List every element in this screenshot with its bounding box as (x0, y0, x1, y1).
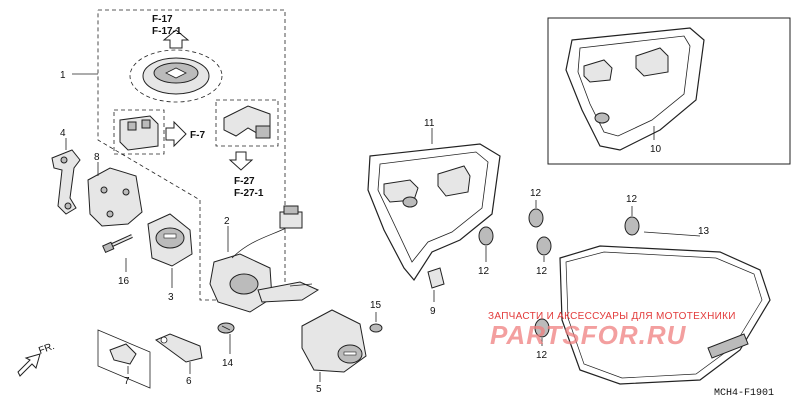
lock-cylinder-3-part (147, 213, 193, 267)
callout-1: 1 (60, 70, 66, 81)
key-6-part (154, 333, 203, 363)
callout-10: 10 (650, 144, 662, 155)
screw-14-part (217, 322, 235, 334)
callout-14: 14 (222, 358, 234, 369)
callout-8: 8 (94, 152, 100, 163)
screw-15-part (369, 323, 383, 333)
callout-11: 11 (424, 118, 435, 129)
lock-assembly-5-part (301, 309, 367, 373)
callout-2: 2 (224, 216, 230, 227)
ref-arrow-down-icon (228, 151, 254, 171)
callout-16: 16 (118, 276, 130, 287)
key-tag-7-part (97, 329, 151, 389)
mounting-plate-8-part (87, 167, 143, 227)
watermark-caption: ЗАПЧАСТИ И АКСЕССУАРЫ ДЛЯ МОТОТЕХНИКИ (488, 311, 736, 322)
ref-f7: F-7 (190, 130, 205, 141)
ref-f17: F-17 (152, 14, 173, 25)
front-label: FR. (37, 341, 56, 357)
ref-arrow-right-icon (165, 120, 187, 148)
callout-12-d: 12 (626, 194, 638, 205)
ref-f17-1: F-17-1 (152, 26, 182, 37)
grommet-9-part (427, 267, 445, 289)
callout-7: 7 (124, 376, 130, 387)
callout-6: 6 (186, 376, 192, 387)
ref-arrow-up-icon (162, 29, 190, 49)
side-cover-13-part (559, 245, 771, 385)
cover-10-part (565, 27, 705, 151)
callout-3: 3 (168, 292, 174, 303)
side-cover-11-part (367, 143, 501, 282)
callout-12-e: 12 (536, 350, 548, 361)
diagram-code: MCH4-F1901 (714, 388, 774, 399)
callout-15: 15 (370, 300, 382, 311)
callout-12-c: 12 (536, 266, 548, 277)
seal-ring-part (129, 49, 223, 103)
ignition-switch-2-part (209, 205, 320, 313)
ignition-bracket-part (215, 99, 279, 147)
callout-12-b: 12 (530, 188, 542, 199)
front-arrow-icon (17, 353, 41, 377)
connector-part (113, 109, 165, 155)
grommet-12-parts (478, 208, 640, 338)
callout-12-a: 12 (478, 266, 490, 277)
bracket-4-part (51, 149, 81, 215)
ref-f27-1: F-27-1 (234, 188, 264, 199)
callout-9: 9 (430, 306, 436, 317)
callout-4: 4 (60, 128, 66, 139)
callout-5: 5 (316, 384, 322, 395)
callout-13: 13 (698, 226, 710, 237)
bolt-16-part (102, 234, 133, 254)
ref-f27: F-27 (234, 176, 255, 187)
watermark-logo: PARTSFOR.RU (490, 320, 687, 350)
assembly-1-frame (97, 9, 286, 301)
inset-box (547, 17, 791, 165)
